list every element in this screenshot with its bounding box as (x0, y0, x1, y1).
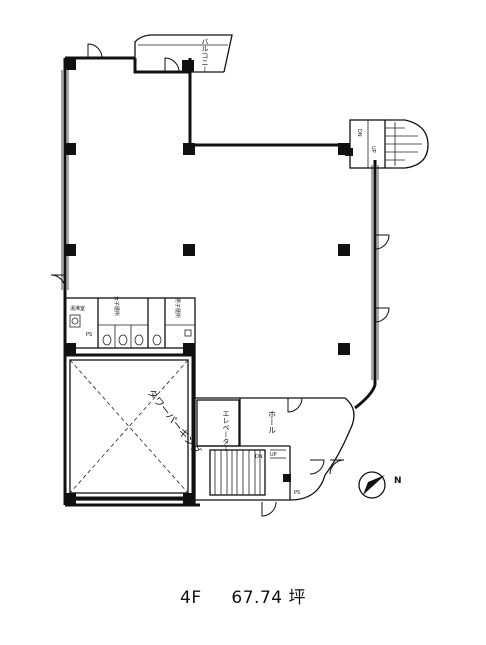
ne-staircase (345, 119, 429, 169)
doors (50, 43, 390, 517)
column (338, 343, 350, 355)
hall-label: ホール (268, 410, 277, 434)
column (64, 58, 76, 70)
north-label: N (394, 476, 402, 486)
ps-label-restroom: PS (86, 332, 92, 338)
column (182, 60, 194, 72)
kitchenette-label: 湯沸室 (70, 305, 85, 312)
core (194, 348, 355, 505)
column (183, 343, 195, 355)
column (64, 143, 76, 155)
restroom-block (64, 297, 196, 349)
column (183, 244, 195, 256)
core-stair-up-label: UP (270, 452, 277, 458)
tower-parking (63, 353, 195, 500)
balcony-label: バルコニー (201, 38, 209, 73)
column (64, 244, 76, 256)
column (183, 143, 195, 155)
ps-label-core: PS (294, 490, 300, 496)
right-windows (371, 165, 379, 380)
womens-restroom-label: 女子便所 (113, 296, 120, 316)
elevator-label: エレベーター (222, 410, 230, 452)
north-arrow-icon (358, 471, 386, 499)
outer-walls (63, 56, 377, 507)
floor-caption: 4F 67.74 坪 (0, 583, 486, 608)
balcony (134, 34, 233, 73)
floor-number: 4F (180, 588, 202, 608)
ne-stair-up-label: UP (370, 146, 376, 153)
floor-area: 67.74 (231, 588, 283, 608)
core-stair-dn-label: DN (255, 454, 263, 460)
mens-restroom-label: 男子便所 (174, 298, 181, 318)
area-unit: 坪 (288, 588, 306, 608)
columns (64, 58, 350, 505)
column (338, 244, 350, 256)
column (64, 343, 76, 355)
ne-stair-dn-label: DN (356, 129, 362, 137)
